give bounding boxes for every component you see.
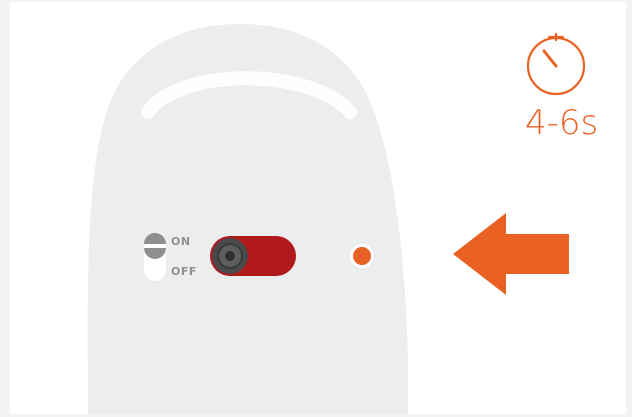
switch-on-label: ON <box>171 235 191 248</box>
illustration-frame: ON OFF 4-6s <box>10 2 626 414</box>
timer-duration: 4-6s <box>525 103 615 143</box>
connect-button[interactable] <box>210 236 296 276</box>
power-switch[interactable] <box>144 233 166 281</box>
left-arrow-icon <box>453 213 569 295</box>
switch-off-label: OFF <box>171 265 197 278</box>
status-led-light <box>353 247 371 265</box>
connect-button-lens-center <box>225 251 235 261</box>
stopwatch-icon <box>528 34 584 94</box>
device-illustration <box>10 2 626 414</box>
switch-knob-line <box>144 244 166 248</box>
